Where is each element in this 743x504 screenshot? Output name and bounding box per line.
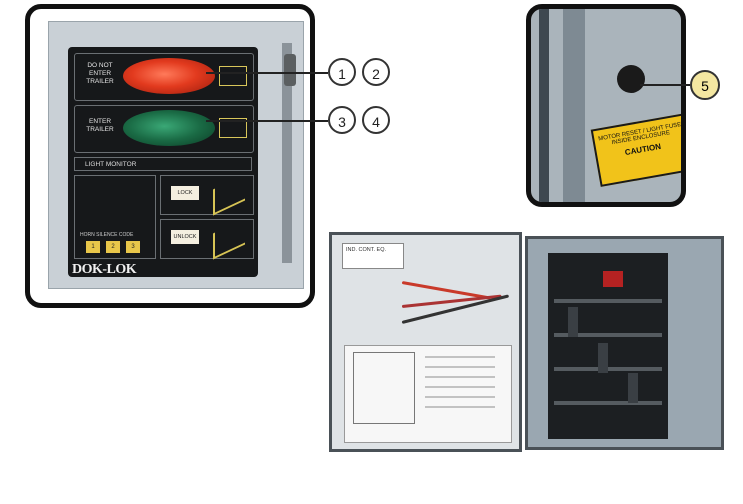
text-line [425,366,495,368]
ramp-icon [213,218,245,260]
enclosure-photo: IND. CONT. EQ. [329,232,724,452]
text-line [425,356,495,358]
enclosure-box [525,236,724,450]
circuit-board [548,253,668,439]
unlock-section: UNLOCK [160,218,254,260]
relay [603,271,623,287]
callout-line-1 [206,72,328,74]
green-lamp-label: ENTER TRAILER [86,118,114,133]
terminal-strip [554,401,662,405]
text-line [425,396,495,398]
enclosure-door: IND. CONT. EQ. [329,232,522,452]
red-lamp-label: DO NOT ENTER TRAILER [86,62,114,85]
enclosure-rail [563,9,585,202]
panel-hinge [284,54,296,86]
chip [598,343,608,373]
red-lamp [123,58,215,94]
horn-silence-label: HORN SILENCE CODE [80,232,134,238]
warning-label: MOTOR RESET / LIGHT FUSE INSIDE ENCLOSUR… [590,113,681,187]
callout-3: 3 [328,106,356,134]
truck-icon [219,118,247,138]
ramp-icon [213,174,245,216]
text-line [425,406,495,408]
text-line [425,386,495,388]
code-key-3[interactable]: 3 [126,241,140,253]
terminal-strip [554,299,662,303]
callout-4: 4 [362,106,390,134]
red-lamp-row: DO NOT ENTER TRAILER [74,53,254,101]
wiring-diagram [353,352,415,424]
chip [568,307,578,337]
green-lamp [123,110,215,146]
code-key-2[interactable]: 2 [106,241,120,253]
truck-icon [219,66,247,86]
text-line [425,376,495,378]
green-lamp-row: ENTER TRAILER [74,105,254,153]
callout-5: 5 [690,70,720,100]
wiring-diagram-sheet [344,345,512,443]
reset-knob-photo: MOTOR RESET / LIGHT FUSE INSIDE ENCLOSUR… [526,4,686,207]
ul-sticker: IND. CONT. EQ. [342,243,404,269]
callout-line-3 [206,120,328,122]
panel-side [282,43,292,263]
callout-2: 2 [362,58,390,86]
callout-line-5 [640,84,690,86]
horn-panel [74,175,156,259]
light-monitor-label: LIGHT MONITOR [74,157,252,171]
lock-section: LOCK [160,174,254,216]
brand-logo: DOK-LOK [72,262,137,277]
code-key-1[interactable]: 1 [86,241,100,253]
chip [628,373,638,403]
terminal-strip [554,333,662,337]
reset-knob [617,65,645,93]
lock-button[interactable]: LOCK [171,186,199,200]
control-panel-photo: DO NOT ENTER TRAILER ENTER TRAILER LIGHT… [25,4,315,308]
terminal-strip [554,367,662,371]
enclosure-edge [539,9,549,202]
unlock-button[interactable]: UNLOCK [171,230,199,244]
callout-1: 1 [328,58,356,86]
